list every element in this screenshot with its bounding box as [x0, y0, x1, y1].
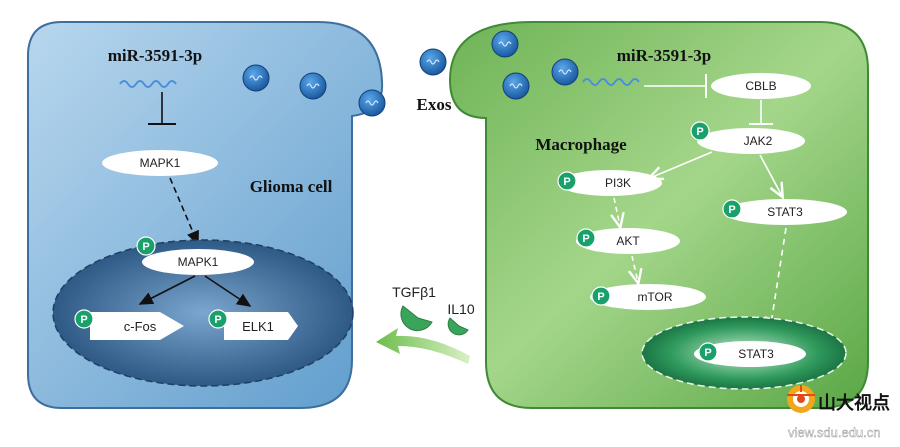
- phospho-label: P: [728, 204, 735, 216]
- logo-icon: [787, 385, 815, 413]
- phospho-icon: P: [136, 236, 156, 256]
- exosome-icon: [551, 58, 579, 86]
- watermark-url: view.sdu.edu.cn: [788, 425, 881, 440]
- phospho-icon: P: [722, 199, 742, 219]
- tgfb1-icon: [400, 305, 433, 332]
- cblb-label: CBLB: [745, 79, 776, 93]
- phospho-label: P: [597, 291, 604, 303]
- akt-node: [576, 228, 680, 254]
- phospho-label: P: [80, 314, 87, 326]
- phospho-label: P: [563, 176, 570, 188]
- exosome-icon: [358, 89, 386, 117]
- stat3-nuc-node: [694, 341, 806, 367]
- phospho-label: P: [142, 241, 149, 253]
- exosome-icon: [491, 30, 519, 58]
- cblb-node: [711, 73, 811, 99]
- jak2-label: JAK2: [744, 134, 773, 148]
- elk1-label: ELK1: [242, 319, 274, 334]
- jak2-node: [697, 128, 805, 154]
- phospho-label: P: [704, 347, 711, 359]
- arrow-to-pi3k: [650, 151, 713, 178]
- phospho-label: P: [214, 314, 221, 326]
- glioma-cell-label: Glioma cell: [250, 177, 333, 196]
- exos-label: Exos: [417, 95, 452, 114]
- phospho-icon: P: [698, 342, 718, 362]
- phospho-icon: P: [591, 286, 611, 306]
- macrophage-cell-membrane: [448, 21, 869, 409]
- phospho-icon: P: [208, 309, 228, 329]
- mirna-icon: [582, 78, 640, 86]
- exosome-icon: [419, 48, 447, 76]
- arrow-to-cfos: [138, 275, 196, 305]
- mapk1-cyto-node: [102, 150, 218, 176]
- dashed-arrow-mtor: [632, 255, 638, 282]
- tgfb1-label: TGFβ1: [392, 284, 436, 300]
- phospho-icon: P: [690, 121, 710, 141]
- arrow-to-stat3: [759, 154, 782, 196]
- phospho-layer: P P P P P P P P P: [74, 121, 742, 362]
- phospho-icon: P: [576, 228, 596, 248]
- mtor-label: mTOR: [637, 290, 672, 304]
- akt-label: AKT: [616, 234, 640, 248]
- il10-label: IL10: [447, 301, 474, 317]
- secretion-arrow: [376, 328, 470, 364]
- mtor-node: [590, 284, 706, 310]
- elk1-node: [224, 312, 298, 340]
- macrophage-cell-label: Macrophage: [535, 135, 627, 154]
- cfos-node: [90, 312, 184, 340]
- pi3k-node: [558, 170, 662, 196]
- mapk1-nuc-node: [142, 249, 254, 275]
- mirna-icon: [119, 80, 177, 88]
- cfos-label: c-Fos: [124, 319, 157, 334]
- exosome-cluster: [242, 30, 579, 117]
- glioma-mirna-label: miR-3591-3p: [108, 46, 202, 65]
- arrow-to-elk1: [204, 275, 252, 307]
- watermark-name: 山大视点: [818, 392, 890, 413]
- stat3-cyto-label: STAT3: [767, 205, 803, 219]
- phospho-icon: P: [74, 309, 94, 329]
- exosome-icon: [242, 64, 270, 92]
- stat3-nuc-label: STAT3: [738, 347, 774, 361]
- mapk1-nuc-label: MAPK1: [178, 255, 219, 269]
- phospho-icon: P: [557, 171, 577, 191]
- dashed-arrow-akt: [614, 197, 620, 226]
- mapk1-cyto-label: MAPK1: [140, 156, 181, 170]
- glioma-nucleus: [52, 239, 354, 387]
- pi3k-label: PI3K: [605, 176, 631, 190]
- phospho-label: P: [582, 233, 589, 245]
- il10-icon: [447, 317, 469, 336]
- stat3-cyto-node: [723, 199, 847, 225]
- dashed-arrow-mapk1: [169, 177, 199, 246]
- macrophage-mirna-label: miR-3591-3p: [617, 46, 711, 65]
- exosome-icon: [299, 72, 327, 100]
- phospho-label: P: [696, 126, 703, 138]
- exosome-icon: [502, 72, 530, 100]
